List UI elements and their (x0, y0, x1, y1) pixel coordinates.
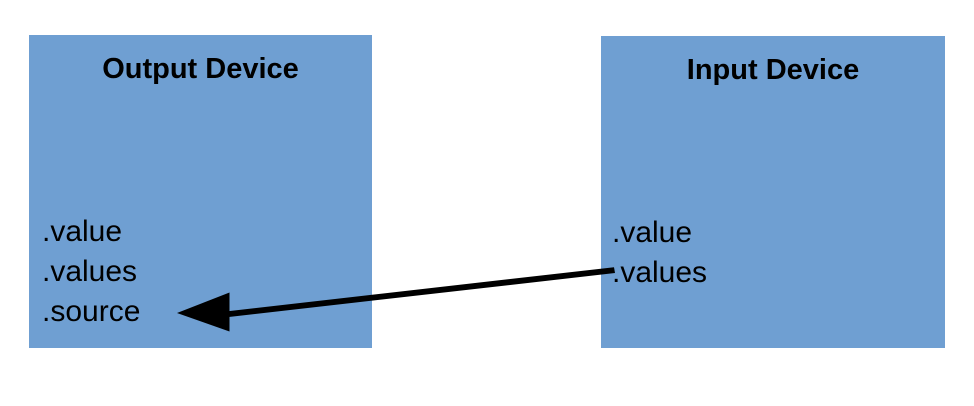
input-property-values[interactable]: .values (612, 256, 708, 289)
output-device-property-list: .value .values .source (42, 212, 140, 332)
input-device-title: Input Device (686, 54, 860, 86)
output-device-title: Output Device (102, 53, 299, 85)
input-property-value[interactable]: .value (612, 216, 693, 249)
output-property-values[interactable]: .values (42, 255, 138, 288)
input-device-property-list: .value .values (612, 213, 707, 293)
output-property-value[interactable]: .value (42, 215, 123, 248)
input-device-box[interactable]: Input Device .value .values (601, 36, 945, 348)
output-property-source[interactable]: .source (42, 295, 141, 328)
output-device-box[interactable]: Output Device .value .values .source (29, 35, 372, 348)
